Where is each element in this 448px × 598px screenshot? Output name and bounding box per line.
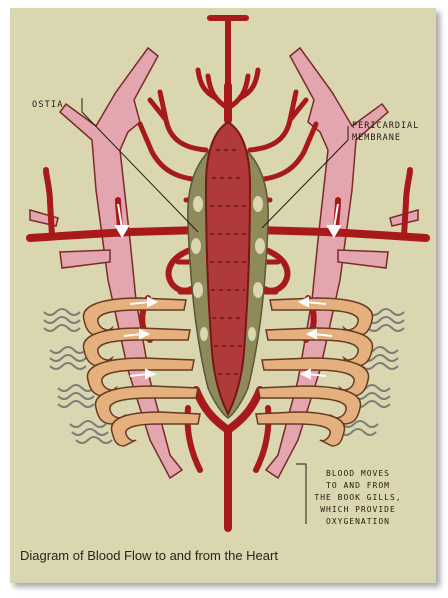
pericardial-label-line2: MEMBRANE xyxy=(352,133,401,143)
svg-text:TO AND FROM: TO AND FROM xyxy=(326,481,390,490)
svg-text:BLOOD MOVES: BLOOD MOVES xyxy=(326,469,390,478)
diagram-caption: Diagram of Blood Flow to and from the He… xyxy=(20,548,278,563)
pericardial-label-line1: PERICARDIAL xyxy=(352,121,419,131)
svg-text:THE BOOK GILLS,: THE BOOK GILLS, xyxy=(314,493,401,502)
svg-text:OXYGENATION: OXYGENATION xyxy=(326,517,390,526)
book-gills-label: BLOOD MOVES TO AND FROM THE BOOK GILLS, … xyxy=(314,469,401,526)
ostia-label: OSTIA xyxy=(32,100,64,110)
svg-text:WHICH PROVIDE: WHICH PROVIDE xyxy=(320,505,396,514)
